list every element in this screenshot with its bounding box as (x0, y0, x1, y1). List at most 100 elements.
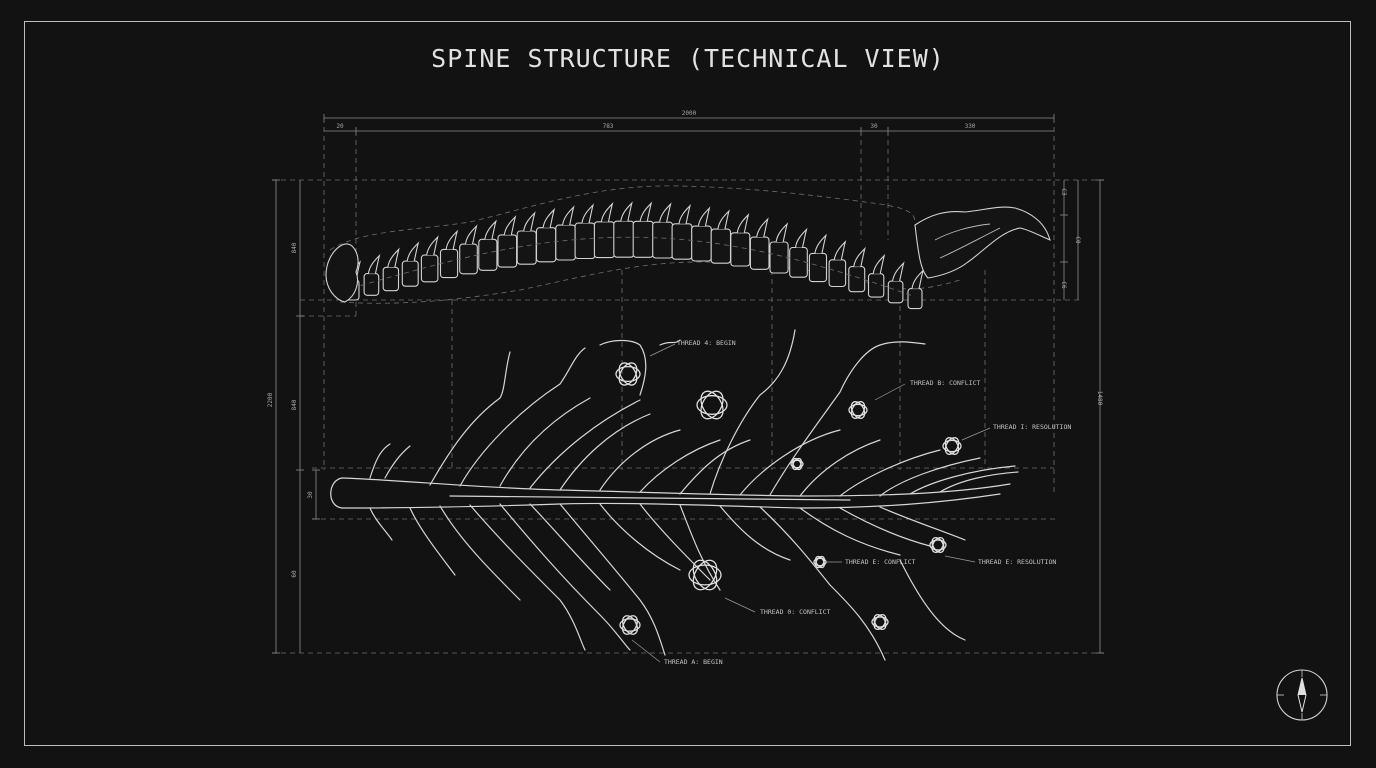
spinous-process (542, 207, 556, 228)
dim-top-total: 2000 (682, 110, 697, 117)
spinous-process (445, 229, 459, 250)
knot-loop (692, 559, 718, 591)
vertebra-body (848, 266, 866, 293)
dim-left-small: 30 (307, 491, 314, 499)
knot-loop (873, 613, 887, 631)
knot-loop (850, 401, 866, 419)
dim-top-seg-3: 30 (870, 123, 878, 130)
dim-left-total: 2200 (267, 392, 274, 407)
knot-loop (848, 403, 868, 417)
knot-loop (873, 613, 887, 631)
top-dimensions: 2000 20 783 30 330 (323, 110, 1055, 135)
spinous-process (775, 222, 789, 243)
label-thread-mid: THREAD B: CONFLICT (910, 379, 981, 387)
dim-top-seg-2: 783 (603, 123, 614, 130)
knot-loop (871, 616, 889, 628)
vertebra-body (382, 266, 400, 292)
dim-right-seg-3: C6 (1060, 281, 1067, 289)
knot-loop (931, 536, 945, 554)
spinal-canal-line (351, 236, 916, 297)
vertebra-body (535, 227, 557, 263)
knot-loop (622, 615, 638, 635)
vertebra-body (691, 225, 712, 262)
knot-loop (944, 437, 960, 455)
dim-right-total: 1480 (1096, 391, 1103, 406)
spinous-process (484, 219, 497, 240)
spinous-process (872, 253, 886, 274)
spinous-process (678, 204, 692, 224)
vertebra-body (769, 241, 789, 274)
vertebra-body (574, 222, 596, 260)
dim-left-lower: 60 (291, 570, 298, 578)
knot-loop (942, 439, 962, 453)
vertebra-body (730, 232, 751, 267)
vertebra-body (671, 223, 693, 260)
thread-knots (615, 362, 962, 635)
spinous-process (639, 201, 653, 222)
dim-top-seg-1: 20 (336, 123, 344, 130)
label-thread-bottom: THREAD A: BEGIN (664, 658, 723, 666)
knot-loop (615, 365, 641, 383)
spinous-process (406, 241, 420, 262)
spinous-process (853, 246, 866, 267)
label-thread-top: THREAD 4: BEGIN (677, 339, 736, 347)
spinous-process (464, 224, 478, 245)
knot-loop (944, 437, 960, 455)
spinous-process (600, 202, 614, 222)
knot-loop (700, 390, 724, 420)
vertebra-body (613, 220, 635, 258)
dim-right-seg-1: C3 (1060, 188, 1067, 196)
vertebra-body (593, 221, 615, 259)
knot-loop (688, 564, 722, 586)
knot-loop (790, 459, 804, 469)
vertebra-body (516, 230, 537, 265)
dim-left-middle: 840 (291, 399, 298, 410)
thread-labels: THREAD 4: BEGIN THREAD B: CONFLICT THREA… (631, 339, 1071, 666)
spinous-process (562, 205, 575, 226)
spinous-process (426, 235, 439, 256)
knot-loop (692, 559, 718, 591)
compass-icon (1276, 669, 1328, 721)
knot-loop (696, 395, 728, 415)
left-dimensions: 2200 840 840 30 60 (267, 179, 320, 654)
spine-illustration (325, 185, 1051, 310)
drawing-frame (24, 21, 1351, 746)
dim-left-upper: 840 (291, 242, 298, 253)
vertebra-body (749, 236, 770, 270)
knot-loop (850, 401, 866, 419)
spinous-process (620, 201, 633, 222)
spinous-process (367, 253, 381, 274)
spinous-process (659, 202, 672, 223)
spinous-process (523, 211, 536, 232)
vertebra-body (710, 228, 732, 264)
vertebra-body (478, 238, 498, 271)
vertebra-body (401, 260, 419, 287)
vertebra-body (555, 224, 576, 261)
knot-loop (814, 555, 826, 569)
page-title: SPINE STRUCTURE (TECHNICAL VIEW) (431, 44, 945, 73)
spinous-process (581, 203, 595, 224)
spinous-process (503, 215, 517, 236)
label-thread-right: THREAD I: RESOLUTION (993, 423, 1071, 431)
knot-loop (622, 615, 638, 635)
spinous-process (833, 240, 847, 260)
spinous-process (736, 213, 750, 233)
dim-top-seg-4: 330 (965, 123, 976, 130)
construction-lines (272, 118, 1104, 654)
vertebra-body (420, 254, 439, 283)
vertebra-body (652, 221, 674, 259)
knot-loop (700, 390, 724, 420)
label-thread-lower-center: THREAD 0: CONFLICT (760, 608, 831, 616)
nerve-cord (330, 329, 1019, 661)
spinous-process (911, 268, 925, 289)
spinous-process (756, 217, 769, 238)
spinous-process (892, 261, 905, 282)
knot-loop (619, 618, 641, 632)
knot-loop (929, 539, 947, 551)
label-thread-lower-mid: THREAD E: CONFLICT (845, 558, 916, 566)
spinous-process (697, 206, 711, 227)
knot-loop (618, 362, 638, 386)
spinous-process (814, 233, 827, 254)
vertebra-body (632, 220, 654, 258)
